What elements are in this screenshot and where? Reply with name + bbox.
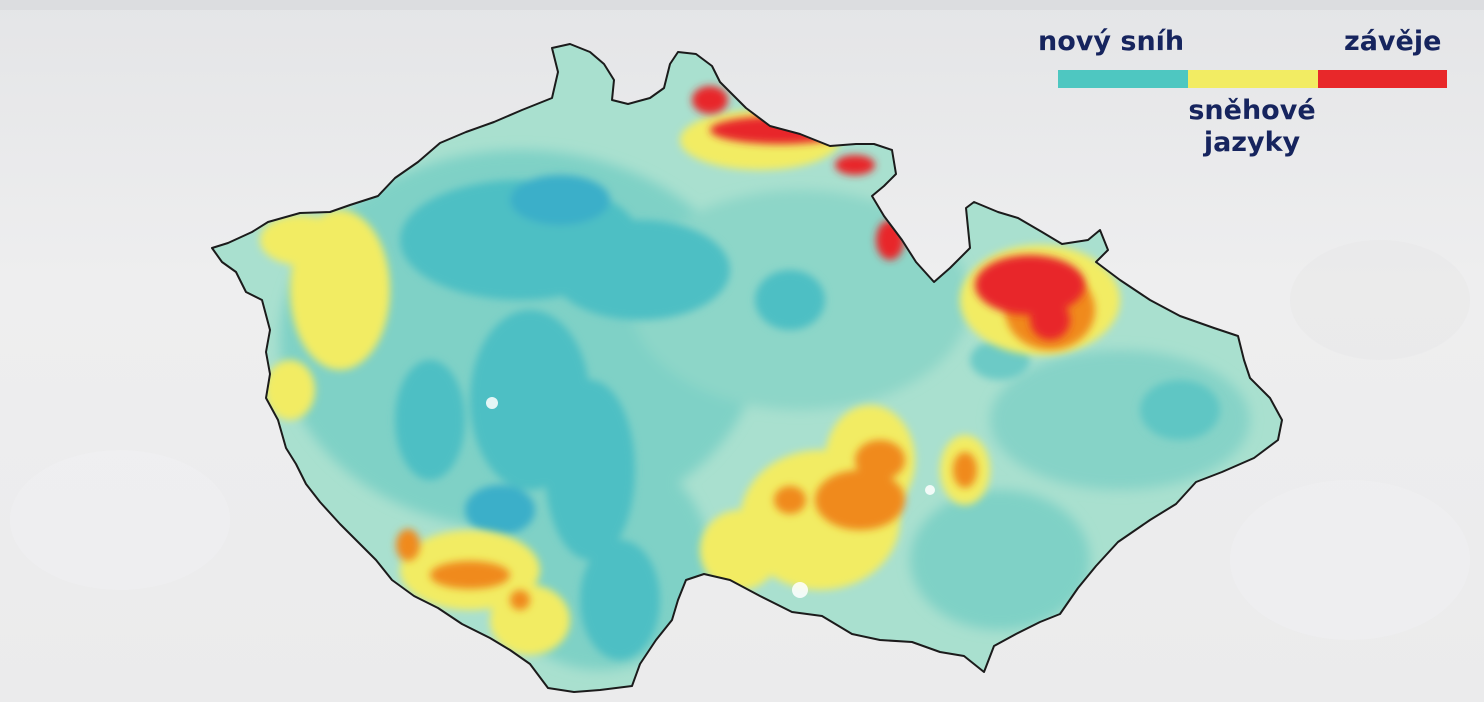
legend-swatch-new-snow (1058, 70, 1188, 88)
country-border (211, 43, 1283, 693)
top-bar (0, 0, 1484, 10)
legend-label-drifts: závěje (1344, 26, 1442, 57)
background-texture (10, 240, 1470, 640)
legend-label-snow-tongues-line2: jazyky (1203, 127, 1301, 158)
legend-label-snow-tongues-line1: sněhové (1188, 95, 1316, 126)
legend-swatch-drifts (1318, 70, 1447, 88)
legend-label-snow-tongues: sněhové jazyky (1184, 95, 1320, 159)
legend-label-new-snow: nový sníh (1038, 26, 1185, 57)
legend-swatch-snow-tongues (1188, 70, 1318, 88)
snow-field (212, 44, 1282, 692)
